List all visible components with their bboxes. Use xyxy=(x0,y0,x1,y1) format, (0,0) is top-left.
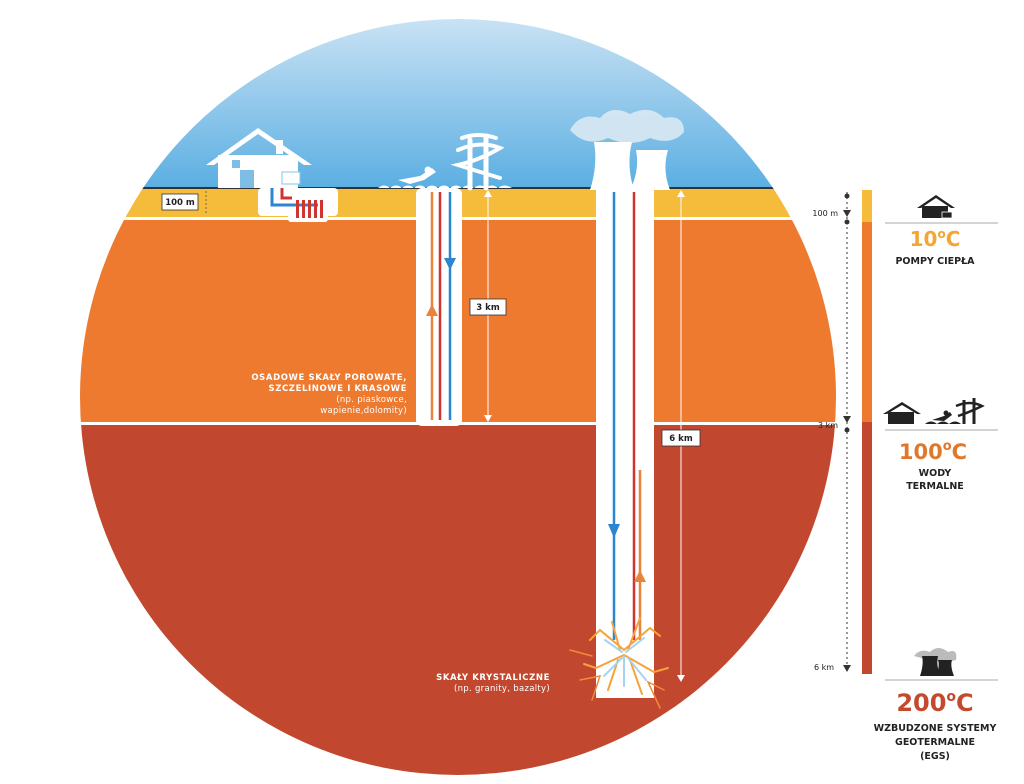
deep-well xyxy=(596,188,654,698)
house-icon xyxy=(206,128,312,188)
sedimentary-rock-label: OSADOWE SKAŁY POROWATE, SZCZELINOWE I KR… xyxy=(251,373,407,416)
scale-3km: 3 km xyxy=(818,421,838,430)
svg-text:WODY: WODY xyxy=(919,468,952,479)
temperature-bar xyxy=(862,190,872,674)
depth-3km-box xyxy=(469,298,507,316)
crystalline-layer xyxy=(80,425,836,775)
svg-text:SKAŁY KRYSTALICZNE: SKAŁY KRYSTALICZNE xyxy=(436,673,550,683)
svg-text:100oC: 100oC xyxy=(899,439,967,464)
svg-text:(EGS): (EGS) xyxy=(920,751,950,762)
water-slide-icon xyxy=(450,133,505,191)
swimming-pool-icon xyxy=(925,410,961,424)
depth-6km-label: 6 km xyxy=(669,434,693,444)
shallow-well xyxy=(416,188,462,426)
fracture-icon xyxy=(569,617,669,709)
legend-thermal-waters: 100oC WODY TERMALNE xyxy=(883,398,998,492)
svg-text:(np. piaskowce,: (np. piaskowce, xyxy=(336,395,407,405)
legend-heat-pumps: 10oC POMPY CIEPŁA xyxy=(885,195,998,267)
depth-100m-label: 100 m xyxy=(165,198,195,208)
svg-text:wapienie,dolomity): wapienie,dolomity) xyxy=(320,406,407,416)
swimming-pool-icon xyxy=(378,166,512,188)
svg-text:TERMALNE: TERMALNE xyxy=(906,481,964,492)
power-plant-icon xyxy=(570,109,684,190)
cross-section: 100 m xyxy=(80,19,836,775)
svg-text:OSADOWE SKAŁY POROWATE,: OSADOWE SKAŁY POROWATE, xyxy=(251,373,407,383)
scale-100m: 100 m xyxy=(812,209,838,218)
svg-text:(np. granity, bazalty): (np. granity, bazalty) xyxy=(454,684,550,694)
heat-pump-loop-icon xyxy=(258,188,338,222)
legend-egs: 200oC WZBUDZONE SYSTEMY GEOTERMALNE (EGS… xyxy=(874,648,998,762)
depth-3km-label: 3 km xyxy=(476,303,500,313)
house-icon xyxy=(883,402,921,424)
water-slide-icon xyxy=(955,398,985,424)
scale-6km: 6 km xyxy=(814,663,834,672)
depth-6km-box xyxy=(661,429,701,447)
svg-text:POMPY CIEPŁA: POMPY CIEPŁA xyxy=(895,256,975,267)
svg-text:200oC: 200oC xyxy=(896,689,973,717)
depth-scale: 100 m 3 km 6 km xyxy=(812,192,851,672)
crystalline-rock-label: SKAŁY KRYSTALICZNE (np. granity, bazalty… xyxy=(436,673,550,694)
svg-text:WZBUDZONE SYSTEMY: WZBUDZONE SYSTEMY xyxy=(874,723,997,734)
power-plant-icon xyxy=(914,648,957,676)
depth-100m-box xyxy=(161,193,199,211)
svg-text:SZCZELINOWE I KRASOWE: SZCZELINOWE I KRASOWE xyxy=(268,384,407,394)
svg-text:10oC: 10oC xyxy=(910,227,961,251)
house-icon xyxy=(917,195,955,219)
svg-text:GEOTERMALNE: GEOTERMALNE xyxy=(895,737,975,748)
